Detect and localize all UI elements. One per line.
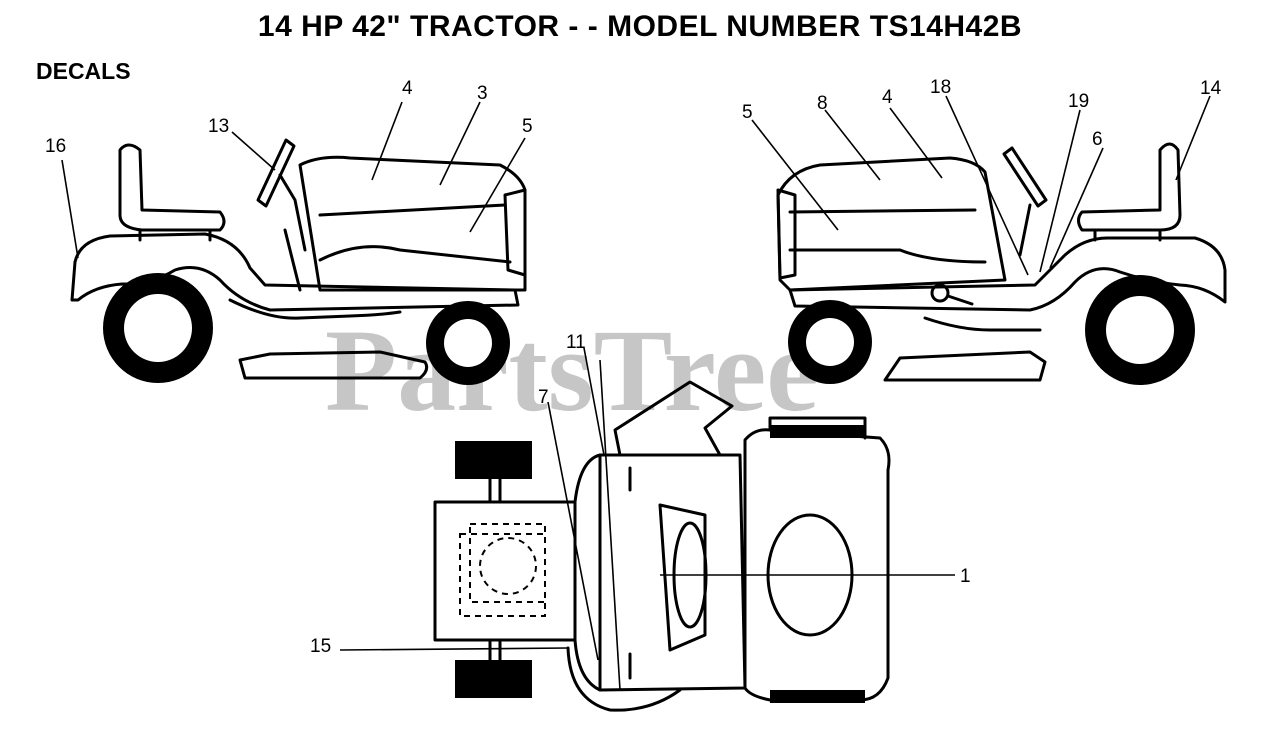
diagram-title: 14 HP 42" TRACTOR - - MODEL NUMBER TS14H… xyxy=(257,10,1023,43)
callout-1: 1 xyxy=(960,566,971,587)
callout-15: 15 xyxy=(310,636,331,657)
callout-19: 19 xyxy=(1068,91,1089,112)
top-view xyxy=(339,347,955,712)
callout-11: 11 xyxy=(566,332,586,353)
callout-3: 3 xyxy=(477,83,488,104)
callout-5: 5 xyxy=(742,102,753,123)
callout-13: 13 xyxy=(208,116,229,137)
callout-16: 16 xyxy=(45,136,66,157)
callout-4: 4 xyxy=(882,87,893,108)
callout-5: 5 xyxy=(522,116,533,137)
callout-7: 7 xyxy=(538,387,549,408)
callout-6: 6 xyxy=(1092,129,1103,150)
watermark-text: PartsTree xyxy=(325,305,819,436)
callout-4: 4 xyxy=(402,78,413,99)
left-side-view xyxy=(61,101,527,385)
callout-14: 14 xyxy=(1200,78,1222,99)
callout-8: 8 xyxy=(817,93,828,114)
right-side-view xyxy=(751,95,1227,385)
callout-18: 18 xyxy=(930,77,951,98)
section-label: DECALS xyxy=(36,58,131,84)
callout-labels: 16 13 4 3 5 5 8 4 18 19 6 14 11 7 1 15 xyxy=(45,77,1222,657)
